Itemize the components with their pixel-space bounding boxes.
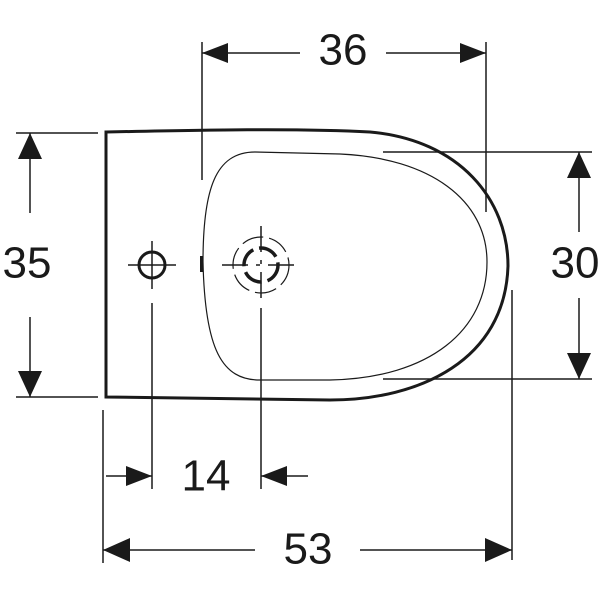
dimension-label-53: 53 <box>284 525 333 574</box>
dimension-35 <box>16 132 98 398</box>
drain-outlet-icon <box>222 226 296 304</box>
bidet-bowl-outline <box>202 151 488 381</box>
dimension-label-30: 30 <box>551 239 600 288</box>
dimension-14 <box>106 303 308 489</box>
bowl-edge-mark <box>200 256 203 272</box>
bidet-outer-outline <box>104 128 510 402</box>
dimension-53 <box>102 410 512 563</box>
tap-hole-icon <box>128 241 176 289</box>
dimension-label-14: 14 <box>182 452 231 501</box>
dimension-30 <box>383 151 592 560</box>
dimension-label-36: 36 <box>319 26 368 75</box>
dimension-36 <box>201 42 487 212</box>
dimension-label-35: 35 <box>3 239 52 288</box>
